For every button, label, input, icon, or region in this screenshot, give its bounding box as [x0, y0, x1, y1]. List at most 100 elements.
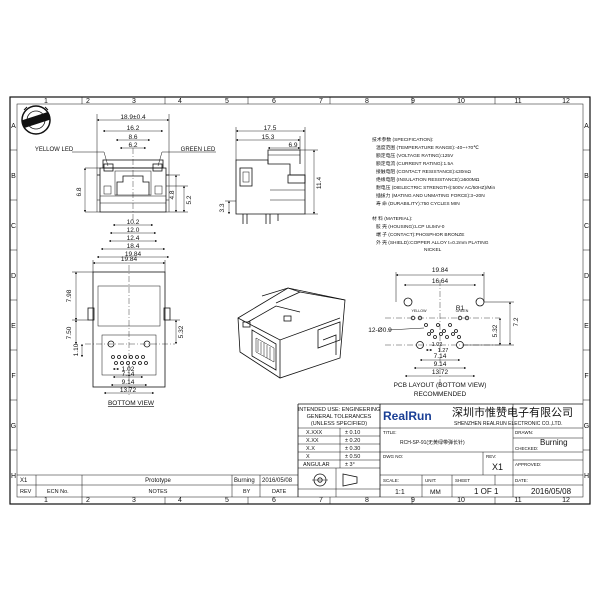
dim-bottom-h4: 1.10 — [73, 343, 80, 356]
spec-line: 耐电压 (DIELECTRIC STRENGTH):500V AC/50HZ)/… — [376, 184, 495, 191]
revision-table — [17, 474, 298, 497]
dim-h2: 5.2 — [186, 195, 193, 204]
dwg-label: DWG NO: — [383, 454, 403, 459]
dim-plug: 6.2 — [128, 142, 137, 149]
col-label: 3 — [132, 98, 136, 105]
dim-bottom-h2: 7.50 — [66, 326, 73, 339]
dim-pitch: 1.02 — [122, 366, 135, 373]
company-name-cn: 深圳市惟赞电子有限公司 — [452, 405, 573, 419]
spec-line: 额定电压 (VOLTAGE RATING):125V — [376, 152, 454, 159]
scale-value: 1:1 — [395, 489, 405, 496]
dim-pcb-peg-span: 13.72 — [432, 369, 449, 376]
spec-line: 技术参数 (SPECIFICATION): — [372, 136, 433, 143]
dim-depth-3: 6.9 — [288, 142, 297, 149]
pcb-layout-caption: PCB LAYOUT (BOTTOM VIEW) — [394, 382, 487, 389]
tol-value: ± 3° — [345, 462, 355, 468]
dim-depth: 17.5 — [264, 125, 277, 132]
dim-pcb-pin-span: 7.14 — [434, 353, 447, 360]
col-label: 1 — [44, 98, 48, 105]
title-label: TITLE: — [383, 430, 397, 435]
spec-line: 绝缘电阻 (INSULATION RESISTANCE):≥500MΩ — [376, 176, 480, 183]
col-label: 11 — [514, 497, 521, 504]
front-view-labels: 18.9±0.4 16.2 8.6 6.2 10.2 12.0 12.4 18.… — [35, 114, 216, 258]
spec-line: 接触电阻 (CONTACT RESISTANCE):≤30mΩ — [376, 168, 471, 175]
title-value: RCH-SP-91(无黄绿带弹长针) — [400, 439, 465, 446]
drawn-value: Burning — [540, 438, 568, 447]
col-label: 8 — [365, 98, 369, 105]
spec-line: 插拔力 (MATING AND UNMATING FORCE):3~20N — [376, 192, 485, 199]
rev-header-notes: NOTES — [149, 489, 168, 495]
border-frame — [9, 96, 591, 505]
col-label: 7 — [319, 98, 323, 105]
title-block — [297, 403, 583, 497]
col-label: 5 — [225, 98, 229, 105]
row-label: F — [11, 373, 15, 380]
rev-label: REV: — [486, 454, 496, 459]
row-label: H — [11, 473, 16, 480]
tol-label: X.XX — [306, 438, 319, 444]
dim-pcb-h2: 7.2 — [513, 317, 520, 326]
dim-bottom-h1: 7.98 — [66, 289, 73, 302]
specifications: 技术参数 (SPECIFICATION): 温度范围 (TEMPERATURE … — [372, 136, 495, 253]
title-block-text: INTENDED USE: ENGINEERING GENERAL TOLERA… — [298, 405, 573, 496]
tol-value: ± 0.50 — [345, 454, 360, 460]
dim-height: 6.8 — [76, 187, 83, 196]
rev-header-ecn: ECN No. — [47, 489, 69, 495]
scale-label: SCALE: — [383, 478, 399, 483]
col-label: 12 — [562, 98, 570, 105]
dim-holes: 12-Ø0.9 — [368, 327, 392, 334]
col-label: 5 — [225, 497, 229, 504]
side-view-labels: 17.5 15.3 6.9 11.4 3.3 — [219, 125, 323, 213]
sheet-label: SHEET — [455, 478, 470, 483]
dim-radius: R1 — [456, 305, 465, 312]
dim-bottom-1: 10.2 — [127, 219, 140, 226]
dim-bottom-5: 19.84 — [125, 251, 142, 258]
spec-line: NICKEL — [424, 247, 442, 253]
rev-row-rev: X1 — [20, 478, 28, 484]
rev-row-desc: Prototype — [145, 478, 171, 484]
dim-pcb-pitch: 1.27 — [438, 348, 449, 354]
row-labels-right: A B C D E F G H — [584, 123, 589, 480]
col-label: 4 — [178, 497, 182, 504]
col-label: 10 — [457, 98, 465, 105]
date-label: DATE: — [515, 478, 528, 483]
pad-label-green: GREEN — [456, 309, 469, 313]
rev-header-date: DATE — [272, 489, 287, 495]
row-label: G — [584, 423, 589, 430]
tol-value: ± 0.20 — [345, 438, 360, 444]
green-led-label: GREEN LED — [181, 147, 216, 153]
col-label: 6 — [272, 98, 276, 105]
row-label: D — [584, 273, 589, 280]
unit-value: MM — [430, 489, 441, 496]
spec-line: 材 料 (MATERIAL): — [372, 215, 412, 222]
pcb-layout-labels: 19.84 16.64 R1 5.32 7.2 12-Ø0.9 1.27 7.1… — [368, 267, 520, 398]
tol-value: ± 0.10 — [345, 430, 360, 436]
col-label: 10 — [457, 497, 465, 504]
dim-bottom-h3: 5.32 — [178, 325, 185, 338]
dim-opening: 8.6 — [128, 134, 137, 141]
pcb-layout-caption-2: RECOMMENDED — [414, 391, 467, 398]
general-tolerances: GENERAL TOLERANCES — [307, 414, 372, 420]
row-label: E — [584, 323, 589, 330]
rev-header-by: BY — [243, 489, 251, 495]
unless-specified: (UNLESS SPECIFIED) — [311, 421, 367, 427]
front-view — [72, 114, 216, 259]
row-label: A — [584, 123, 589, 130]
spec-line: 端 子 (CONTACT):PHOSPHOR BRONZE — [376, 231, 464, 238]
pcb-layout — [385, 272, 514, 385]
col-label: 2 — [86, 497, 90, 504]
spec-line: 外 壳 (SHIELD):COPPER ALLOY t=0.2mm PLATIN… — [376, 239, 489, 246]
dim-pcb-pegs: 16.64 — [432, 278, 449, 285]
row-label: B — [11, 173, 16, 180]
bottom-view-labels: 19.84 7.98 7.50 5.32 1.10 1.02 7.14 9.14… — [66, 256, 185, 407]
row-labels-left: A B C D E F G H — [11, 123, 16, 480]
row-label: F — [584, 373, 588, 380]
dim-pin-span: 7.14 — [122, 371, 135, 378]
dim-bottom-2: 12.0 — [127, 227, 140, 234]
tol-label: X.XXX — [306, 430, 323, 436]
rev-row-date: 2016/05/08 — [262, 478, 293, 484]
checked-label: CHECKED: — [515, 446, 538, 451]
dim-bottom-width: 19.84 — [121, 256, 138, 263]
company-name-en: SHENZHEN REALRUN ELECTRONIC CO.,LTD. — [454, 421, 563, 427]
col-label: 7 — [319, 497, 323, 504]
